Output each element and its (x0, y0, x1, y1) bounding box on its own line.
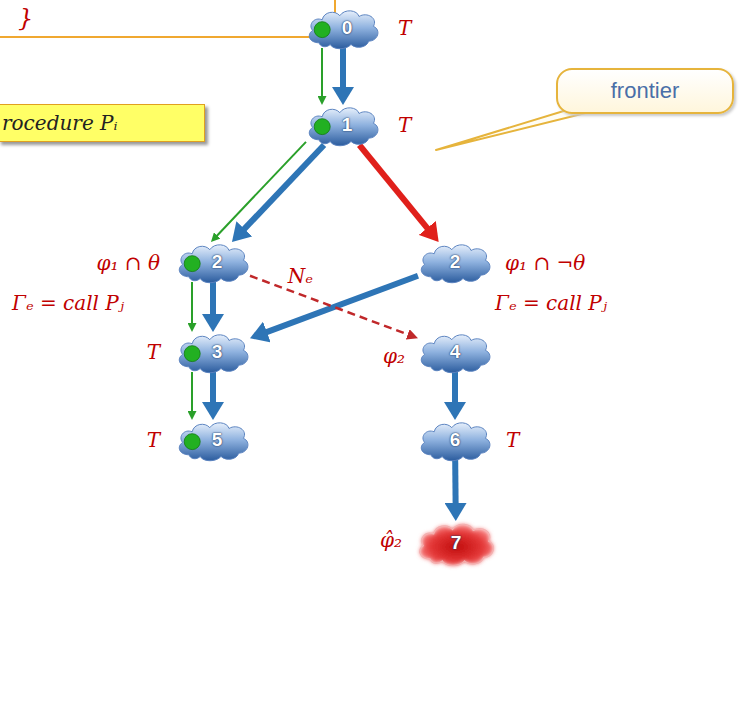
condition-label: T (147, 429, 160, 451)
condition-label: φ₁ ∩ ¬θ (505, 252, 585, 274)
cfg-edge (340, 48, 346, 88)
cloud-outline (421, 335, 490, 373)
cfg-edge (452, 460, 458, 504)
cfg-node-cloud: 3 (173, 329, 253, 375)
trace-arrow (321, 48, 323, 97)
error-cloud-fill (420, 524, 494, 565)
node-number: 4 (450, 342, 461, 363)
callout-text: frontier (611, 79, 679, 103)
trace-arrow (216, 142, 306, 236)
path-dot (184, 256, 200, 272)
cfg-node-cloud: 1 (303, 102, 383, 148)
trace-arrow (191, 372, 193, 412)
condition-label: T (506, 429, 519, 451)
cfg-node-cloud: 2 (415, 239, 495, 285)
cfg-edge (244, 145, 324, 230)
node-number: 6 (450, 430, 461, 451)
node-number: 2 (212, 252, 223, 273)
node-number: 5 (212, 430, 223, 451)
path-dot (314, 119, 330, 135)
cfg-node-cloud: 5 (173, 417, 253, 463)
error-node-cloud: 7 (413, 518, 499, 568)
condition-label: Γₑ = call Pⱼ (495, 292, 607, 314)
path-dot (184, 346, 200, 362)
cfg-edge (210, 372, 216, 403)
cloud-outline (309, 108, 378, 146)
cfg-edge (359, 145, 428, 229)
procedure-name: rocedure Pᵢ (2, 112, 118, 134)
edge-label: Nₑ (286, 265, 315, 287)
cloud-outline (421, 423, 490, 461)
path-dot (184, 434, 200, 450)
cloud-outline (179, 335, 248, 373)
cfg-node-cloud: 4 (415, 329, 495, 375)
trace-arrow (191, 282, 193, 324)
summary-edge (250, 276, 409, 335)
cloud-outline (309, 11, 378, 49)
node-number: 2 (450, 252, 461, 273)
cloud-outline (179, 423, 248, 461)
condition-label: Γₑ = call Pⱼ (12, 292, 124, 314)
path-dot (314, 22, 330, 38)
cfg-edge (210, 282, 216, 315)
cloud-outline (421, 245, 490, 283)
speech-bubble: frontier (556, 68, 734, 114)
condition-label: T (147, 341, 160, 363)
code-text: } (18, 5, 33, 31)
node-number: 1 (342, 115, 353, 136)
cloud-outline (179, 245, 248, 283)
error-cloud-outline (420, 524, 494, 565)
cfg-edge (452, 372, 458, 403)
procedure-callout: rocedure Pᵢ (0, 104, 205, 142)
node-number: 7 (451, 533, 462, 554)
node-number: 3 (212, 342, 223, 363)
condition-label: φ₂ (383, 345, 405, 367)
condition-label: T (398, 114, 411, 136)
cfg-node-cloud: 2 (173, 239, 253, 285)
cfg-node-cloud: 0 (303, 5, 383, 51)
node-number: 0 (342, 18, 353, 39)
cfg-node-cloud: 6 (415, 417, 495, 463)
condition-label: T (398, 17, 411, 39)
condition-label: φ̂₂ (380, 529, 402, 551)
code-box: } (0, 0, 336, 38)
condition-label: φ₁ ∩ θ (96, 252, 160, 274)
